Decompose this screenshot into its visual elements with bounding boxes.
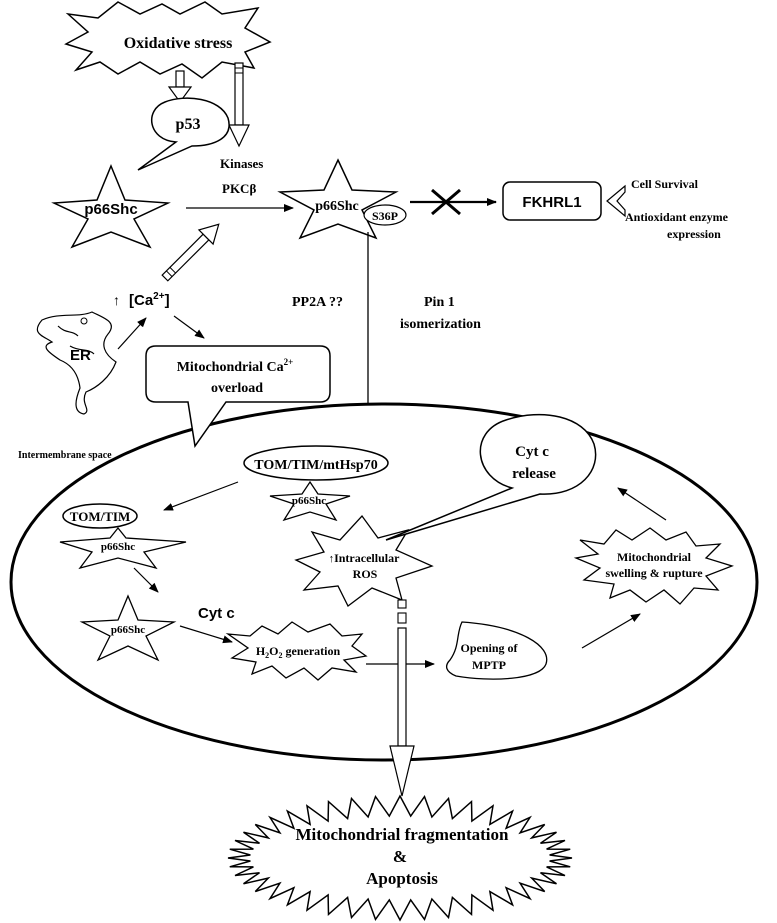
oxidative-stress-label: Oxidative stress	[124, 35, 233, 52]
arrow-to-matrix-p66shc	[133, 567, 159, 593]
p66shc-main-star	[51, 164, 171, 249]
h2o2-label: H2O2 generation	[256, 644, 341, 660]
antioxidant-label-1: Antioxidant enzyme	[625, 210, 729, 224]
apoptosis-label-2: &	[393, 847, 407, 866]
ros-label-1: ↑Intracellular	[329, 551, 400, 565]
pin1-label-1: Pin 1	[424, 295, 455, 310]
pin1-label-2: isomerization	[400, 317, 481, 332]
hollow-arrow-to-apoptosis	[389, 599, 415, 797]
antioxidant-label-2: expression	[667, 227, 721, 241]
pkc-beta-label: PKCβ	[222, 181, 256, 196]
arrow-to-cyt-c-release	[617, 487, 667, 521]
tom-tim-mthsp70-label: TOM/TIM/mtHsp70	[254, 458, 377, 473]
arrow-to-h2o2	[179, 625, 233, 644]
cell-survival-label: Cell Survival	[631, 177, 699, 191]
mito-ca-label-2: overload	[211, 381, 263, 396]
kinases-label: Kinases	[220, 156, 263, 171]
apoptosis-label-1: Mitochondrial fragmentation	[296, 825, 509, 844]
p53-callout	[137, 97, 230, 171]
er-membrane	[36, 311, 117, 415]
cyt-c-label: Cyt c	[198, 605, 235, 622]
pp2a-label: PP2A ??	[292, 295, 343, 310]
p66shc-main-label: p66Shc	[84, 201, 137, 218]
bracket-arrow	[606, 184, 626, 218]
p53-label: p53	[176, 116, 201, 133]
p66shc-phospho-label: p66Shc	[315, 199, 359, 214]
ca-label: [Ca2+]	[129, 291, 170, 309]
mptp-label-2: MPTP	[472, 658, 506, 672]
mptp-label-1: Opening of	[460, 641, 518, 655]
fkhrl1-label: FKHRL1	[522, 194, 581, 211]
swelling-label-2: swelling & rupture	[605, 566, 703, 580]
arrow-ca-to-mito	[173, 315, 205, 339]
apoptosis-label-3: Apoptosis	[366, 869, 438, 888]
hollow-arrow-to-kinases	[228, 62, 250, 148]
p66shc-star-c	[79, 594, 177, 662]
p66shc-label-a: p66Shc	[292, 495, 326, 507]
p66shc-phospho-star	[277, 158, 399, 240]
mito-ca-overload-callout	[145, 345, 331, 448]
arrow-to-tom-tim	[163, 481, 239, 511]
cyt-c-release-callout	[385, 413, 597, 541]
tom-tim-label: TOM/TIM	[70, 509, 130, 524]
h2o2-burst	[225, 621, 368, 681]
ca-up-arrow: ↑	[113, 292, 120, 308]
tom-tim-oval	[62, 503, 138, 529]
arrow-to-swelling	[581, 613, 641, 649]
apoptosis-burst	[227, 794, 573, 922]
p66shc-star-b	[59, 526, 187, 570]
swelling-burst	[573, 527, 734, 605]
s36p-label: S36P	[372, 209, 398, 223]
er-label: ER	[70, 347, 91, 364]
arrow-er-to-ca	[117, 317, 147, 350]
mito-ca-label-1: Mitochondrial Ca2+	[177, 357, 294, 375]
cyt-c-release-label-1: Cyt c	[515, 444, 549, 460]
hollow-arrow-to-p53	[167, 70, 193, 104]
mptp-shape	[445, 621, 548, 680]
tom-tim-mthsp70-oval	[243, 445, 389, 481]
p66shc-label-b: p66Shc	[101, 541, 135, 553]
cyt-c-release-label-2: release	[512, 466, 556, 482]
p66shc-star-a	[269, 480, 351, 522]
ros-label-2: ROS	[353, 567, 378, 581]
hollow-arrow-ca-to-p66shc	[161, 223, 220, 282]
swelling-label-1: Mitochondrial	[617, 550, 692, 564]
s36p-oval	[363, 204, 407, 226]
p66shc-label-c: p66Shc	[111, 624, 145, 636]
fkhrl1-box	[502, 181, 602, 221]
intermembrane-label: Intermembrane space	[18, 450, 112, 461]
oxidative-stress-burst	[64, 1, 272, 79]
block-x-icon	[431, 188, 461, 216]
